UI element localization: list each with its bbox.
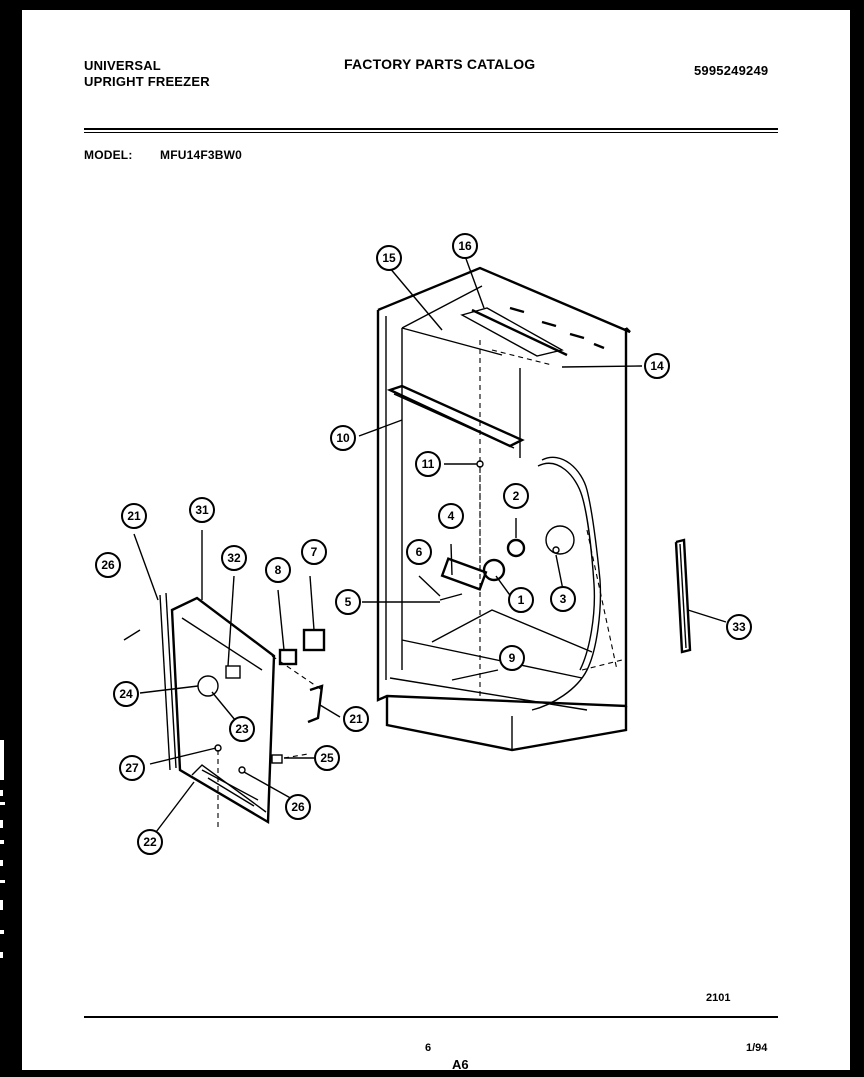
callout-9: 9 [499,645,525,671]
control-assembly [439,460,575,601]
header-rule-thin [84,132,778,133]
callout-26-upper: 26 [95,552,121,578]
svg-text:23: 23 [235,722,249,736]
svg-text:2: 2 [513,489,520,503]
header-rule-thick [84,128,778,130]
svg-text:26: 26 [101,558,115,572]
svg-text:25: 25 [320,751,334,765]
catalog-sheet: UNIVERSAL UPRIGHT FREEZER FACTORY PARTS … [22,10,850,1072]
svg-text:10: 10 [336,431,350,445]
svg-text:24: 24 [119,687,133,701]
callout-8: 8 [265,557,291,583]
catalog-title: FACTORY PARTS CATALOG [344,56,536,72]
thermostat-parts [123,628,326,764]
evaporator-cover-panel [159,592,276,830]
air-duct-grille [386,384,525,449]
svg-text:3: 3 [560,592,567,606]
callout-5: 5 [335,589,361,615]
model-number: MFU14F3BW0 [160,148,243,162]
brand-name: UNIVERSAL [84,58,161,73]
callout-24: 24 [113,681,139,707]
svg-text:8: 8 [275,563,282,577]
callout-15: 15 [376,245,402,271]
svg-text:21: 21 [127,509,141,523]
page-number: 6 [425,1042,432,1054]
svg-text:11: 11 [422,457,435,471]
model-label: MODEL: [84,148,133,162]
svg-text:15: 15 [382,251,396,265]
callout-22: 22 [137,829,163,855]
svg-text:16: 16 [458,239,472,253]
exploded-parts-diagram: 15 16 14 10 11 2 4 6 5 1 3 9 33 21 31 26… [95,233,752,855]
cabinet-shell [376,266,631,752]
section-code: A6 [452,1057,469,1072]
callout-6: 6 [406,539,432,565]
callout-14: 14 [644,353,670,379]
callout-21-lower: 21 [343,706,369,732]
svg-text:32: 32 [227,551,241,565]
footer-rule [84,1016,778,1018]
svg-text:9: 9 [509,651,516,665]
scan-edge-noise [0,740,10,970]
svg-text:21: 21 [349,712,363,726]
product-type: UPRIGHT FREEZER [84,74,210,89]
callout-25: 25 [314,745,340,771]
svg-text:7: 7 [311,545,318,559]
callout-16: 16 [452,233,478,259]
callout-23: 23 [229,716,255,742]
svg-text:33: 33 [732,620,746,634]
svg-text:27: 27 [125,761,139,775]
svg-text:1: 1 [518,593,525,607]
callout-7: 7 [301,539,327,565]
svg-text:4: 4 [448,509,455,523]
callout-1: 1 [508,587,534,613]
catalog-date: 1/94 [746,1042,768,1054]
brand-block: UNIVERSAL UPRIGHT FREEZER [84,58,210,90]
callout-10: 10 [330,425,356,451]
top-cover-bracket [460,306,605,366]
callout-3: 3 [550,586,576,612]
leader-lines [133,255,727,841]
callout-4: 4 [438,503,464,529]
door-gasket [674,538,692,654]
catalog-number: 5995249249 [694,63,769,78]
callout-27: 27 [119,755,145,781]
callout-32: 32 [221,545,247,571]
callout-2: 2 [503,483,529,509]
callout-26-lower: 26 [285,794,311,820]
svg-text:31: 31 [195,503,209,517]
diagram-reference: 2101 [706,992,731,1004]
callout-21-upper: 21 [121,503,147,529]
svg-text:14: 14 [650,359,664,373]
callout-31: 31 [189,497,215,523]
svg-text:22: 22 [143,835,157,849]
callout-33: 33 [726,614,752,640]
svg-text:6: 6 [416,545,423,559]
svg-text:26: 26 [291,800,305,814]
callout-11: 11 [415,451,441,477]
svg-text:5: 5 [345,595,352,609]
